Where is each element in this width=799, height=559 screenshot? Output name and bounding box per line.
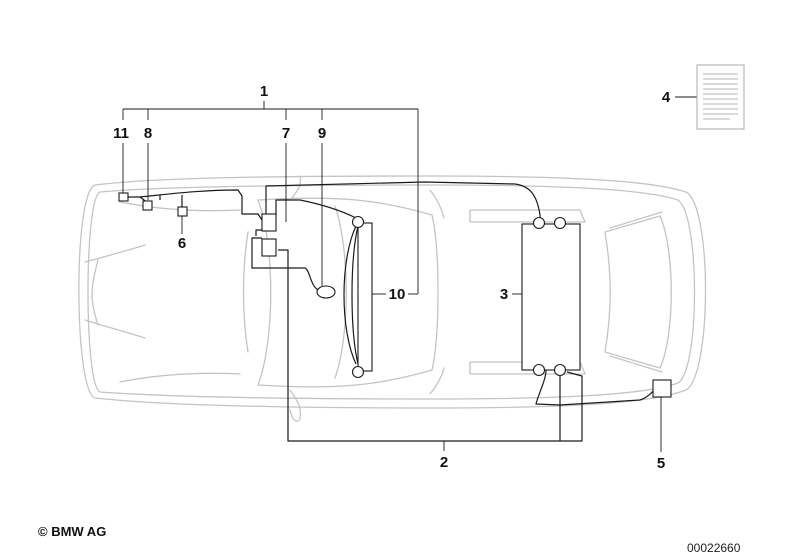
components — [118, 64, 745, 398]
callout-11: 11 — [113, 125, 129, 142]
component-9-sensor — [316, 285, 336, 299]
callout-leaders — [122, 96, 697, 452]
callout-8: 8 — [144, 125, 152, 142]
component-3-speaker-4 — [553, 363, 567, 377]
callout-10: 10 — [389, 286, 406, 303]
callout-4: 4 — [662, 89, 671, 106]
callout-labels: 1 2 3 4 5 6 7 8 9 10 11 — [113, 83, 671, 472]
component-10-speaker-front — [351, 215, 365, 229]
component-5-unit — [652, 379, 672, 398]
component-3-speaker-3 — [532, 363, 546, 377]
copyright-notice: © BMW AG — [38, 524, 107, 539]
component-7-module-lower — [261, 238, 277, 257]
callout-9: 9 — [318, 125, 326, 142]
document-number: 00022660 — [687, 541, 741, 555]
component-11-connector — [118, 192, 129, 202]
component-7-module — [261, 213, 277, 232]
component-6-connector — [177, 206, 188, 217]
component-4-document-icon — [696, 64, 745, 130]
callout-3: 3 — [500, 286, 508, 303]
component-10-speaker-rear — [351, 365, 365, 379]
component-3-speaker-bracket — [521, 223, 581, 371]
component-3-speaker-1 — [532, 216, 546, 230]
callout-6: 6 — [178, 235, 186, 252]
component-3-speaker-2 — [553, 216, 567, 230]
callout-1: 1 — [260, 83, 268, 100]
callout-2: 2 — [440, 454, 448, 471]
callout-5: 5 — [657, 455, 665, 472]
component-10-speaker-bracket — [357, 222, 373, 372]
component-8-connector — [142, 200, 153, 211]
callout-7: 7 — [282, 125, 290, 142]
